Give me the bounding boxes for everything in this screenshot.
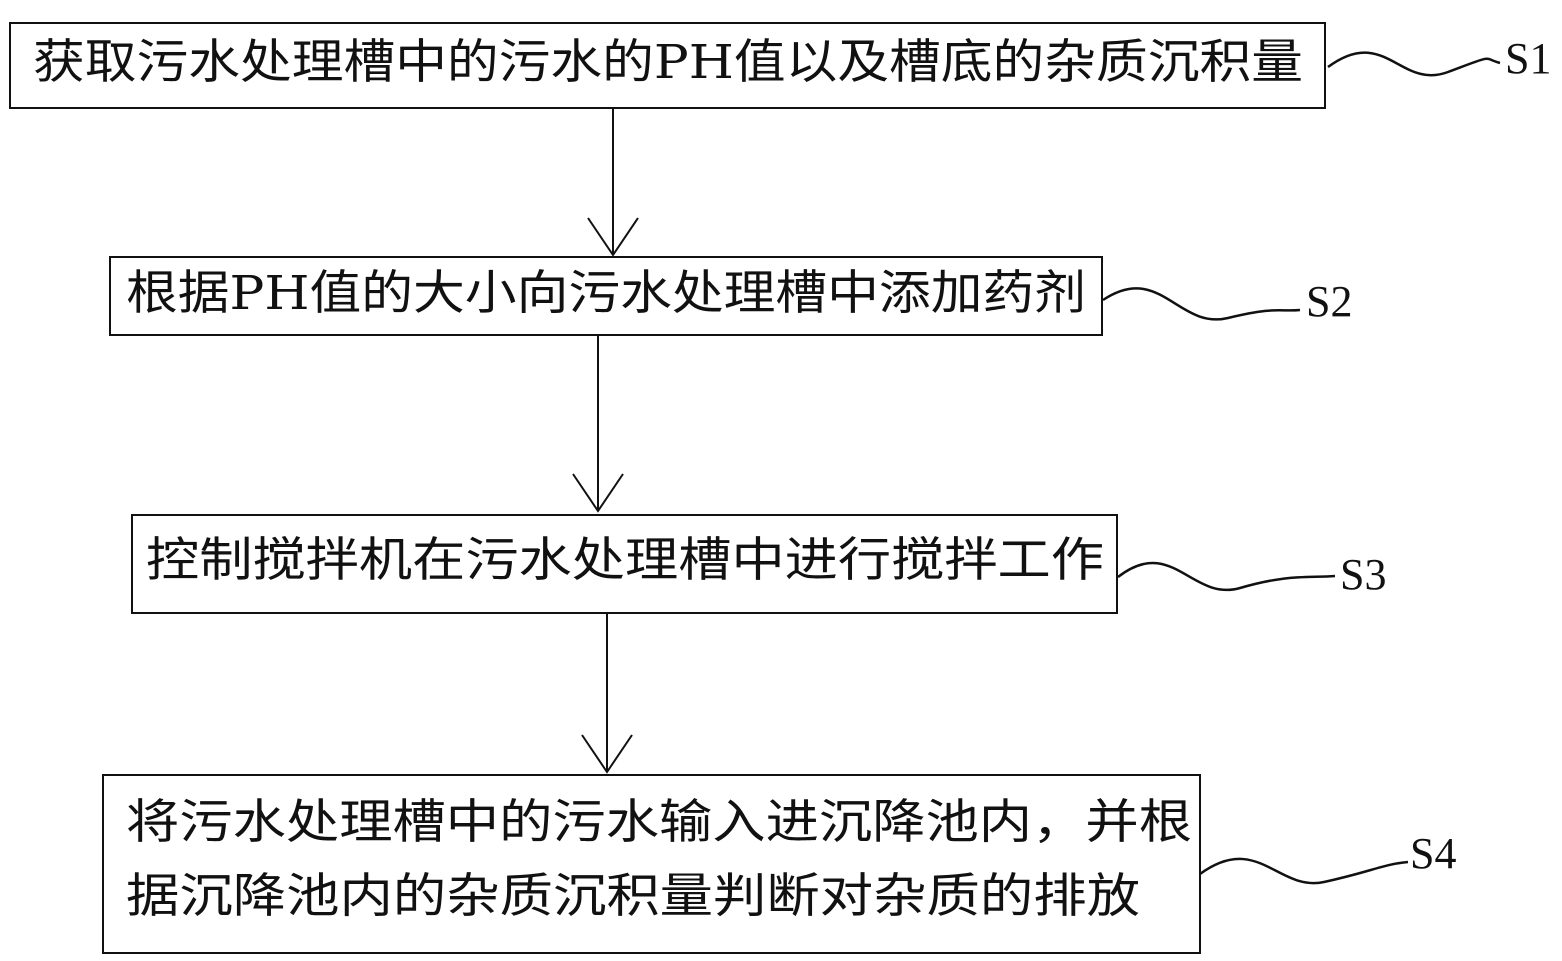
step-text-s4-line2: 据沉降池内的杂质沉积量判断对杂质的排放: [126, 869, 1140, 924]
step-box-s2: [109, 256, 1103, 336]
arrow-s2-s3: [572, 335, 624, 513]
leader-s3: [1117, 561, 1336, 592]
leader-s1: [1327, 51, 1501, 77]
step-box-s3: [131, 514, 1118, 614]
step-text-s4-line1: 将污水处理槽中的污水输入进沉降池内，并根: [126, 795, 1192, 850]
step-text-s1: 获取污水处理槽中的污水的PH值以及槽底的杂质沉积量: [33, 35, 1303, 90]
step-box-s1: [9, 22, 1326, 109]
step-label-s3: S3: [1340, 550, 1386, 599]
step-text-s2: 根据PH值的大小向污水处理槽中添加药剂: [126, 266, 1086, 321]
arrow-s1-s2: [587, 108, 639, 257]
step-label-s1: S1: [1505, 34, 1551, 83]
leader-s2: [1102, 287, 1301, 321]
leader-s4: [1199, 857, 1409, 885]
step-label-s4: S4: [1410, 829, 1456, 878]
step-label-s2: S2: [1306, 277, 1352, 326]
step-box-s4: [102, 774, 1201, 954]
arrow-s3-s4: [581, 613, 633, 774]
step-text-s3: 控制搅拌机在污水处理槽中进行搅拌工作: [146, 533, 1104, 588]
